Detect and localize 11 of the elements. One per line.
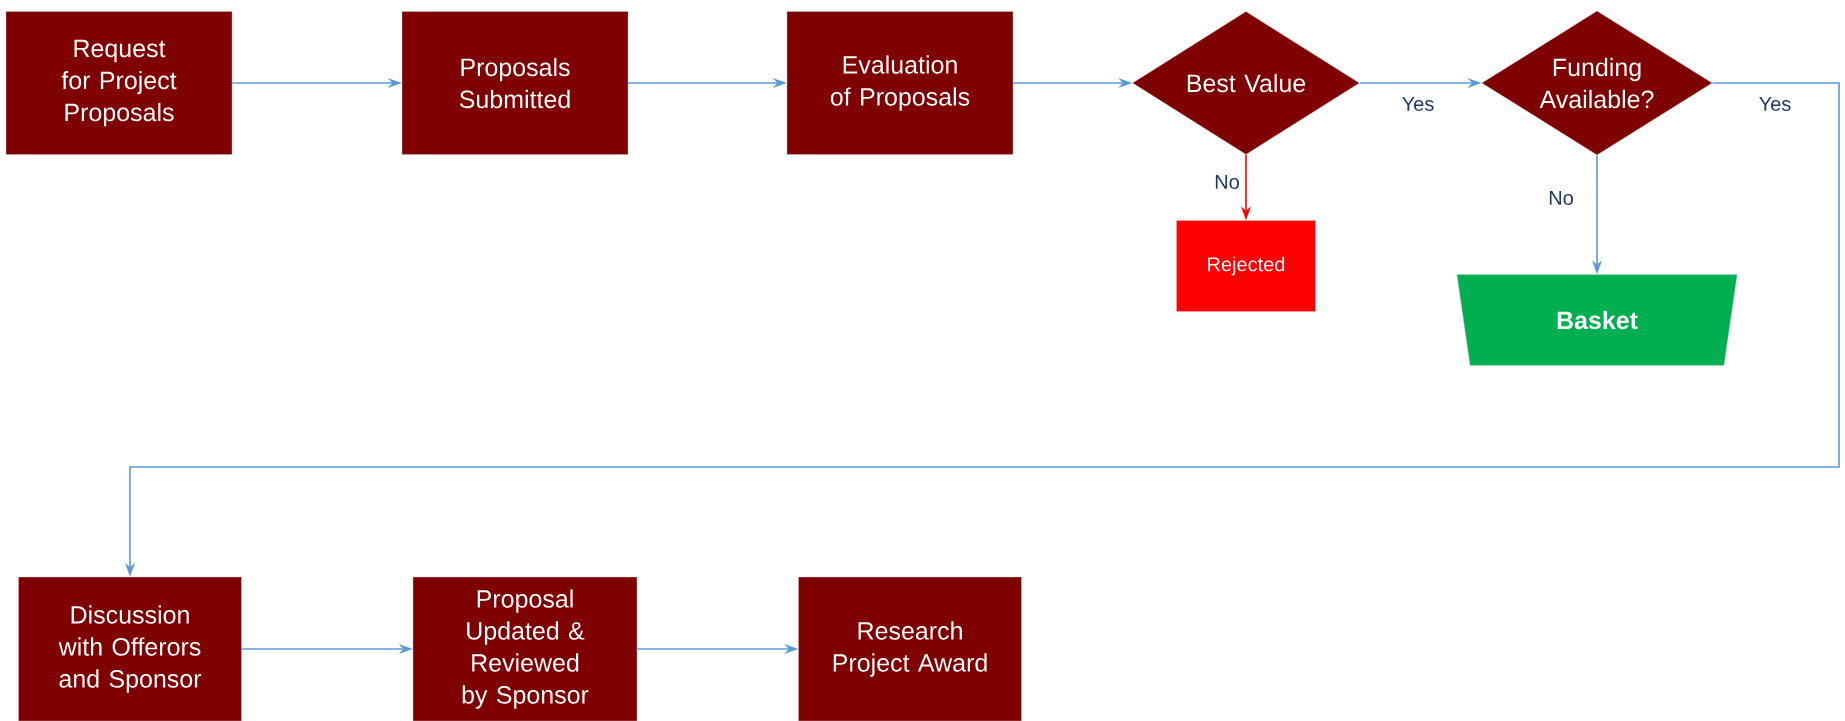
process-box: Rejected: [1176, 220, 1316, 312]
edge-label: No: [1547, 190, 1575, 206]
process-box: Proposal Updated & Reviewed by Sponsor: [412, 576, 638, 721]
edge-label: Yes: [1757, 96, 1793, 112]
process-box: Discussion with Offerors and Sponsor: [18, 576, 242, 721]
edge-label: Yes: [1400, 96, 1436, 112]
edge-label: No: [1213, 174, 1241, 190]
process-box: Evaluation of Proposals: [786, 11, 1014, 155]
process-box: Proposals Submitted: [401, 11, 629, 155]
process-box: Research Project Award: [798, 576, 1022, 721]
process-box: Request for Project Proposals: [5, 11, 233, 155]
